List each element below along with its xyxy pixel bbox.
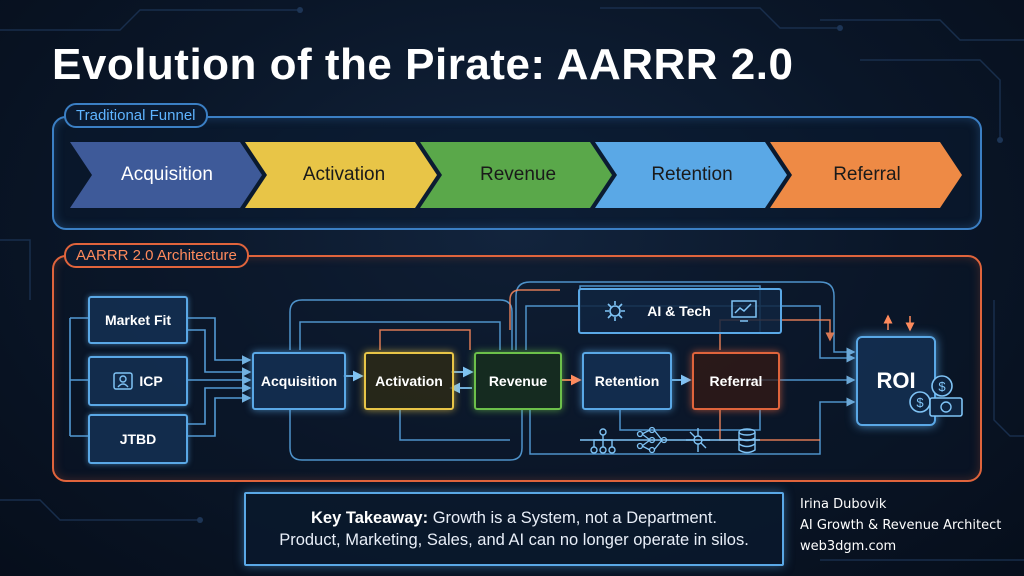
funnel-stage-referral: Referral <box>833 164 901 185</box>
svg-text:$: $ <box>916 395 924 410</box>
core-acquisition: Acquisition <box>252 352 346 410</box>
takeaway-line2: Product, Marketing, Sales, and AI can no… <box>279 531 749 549</box>
core-referral: Referral <box>692 352 780 410</box>
roi-label: ROI <box>876 368 916 393</box>
core-revenue: Revenue <box>474 352 562 410</box>
id-card-icon <box>113 372 134 390</box>
architecture-label: AARRR 2.0 Architecture <box>64 243 249 268</box>
funnel-stage-revenue: Revenue <box>479 164 557 185</box>
author-name: Irina Dubovik <box>800 497 887 512</box>
author-role: AI Growth & Revenue Architect <box>800 518 1002 533</box>
takeaway-heading: Key Takeaway: <box>311 509 429 527</box>
funnel-stage-retention: Retention <box>651 164 733 185</box>
money-icon: $ $ <box>909 375 963 417</box>
takeaway-line1: Growth is a System, not a Department. <box>432 509 717 527</box>
ai-tech-label: AI & Tech <box>647 303 711 319</box>
funnel-stage-activation: Activation <box>302 164 386 185</box>
svg-text:$: $ <box>938 379 946 394</box>
input-market-fit: Market Fit <box>88 296 188 344</box>
ai-tech-box: AI & Tech <box>578 288 782 334</box>
input-jtbd: JTBD <box>88 414 188 464</box>
core-activation: Activation <box>364 352 454 410</box>
analytics-chart-icon <box>731 300 757 322</box>
key-takeaway-box: Key Takeaway: Growth is a System, not a … <box>244 492 784 566</box>
page-title: Evolution of the Pirate: AARRR 2.0 <box>52 40 794 89</box>
author-block: Irina Dubovik AI Growth & Revenue Archit… <box>800 494 1001 557</box>
input-icp: ICP <box>88 356 188 406</box>
gear-icon <box>605 301 626 321</box>
core-retention: Retention <box>582 352 672 410</box>
input-icp-label: ICP <box>139 373 163 389</box>
author-site: web3dgm.com <box>800 539 897 554</box>
traditional-funnel-label: Traditional Funnel <box>64 103 208 128</box>
funnel-stage-acquisition: Acquisition <box>121 164 213 185</box>
